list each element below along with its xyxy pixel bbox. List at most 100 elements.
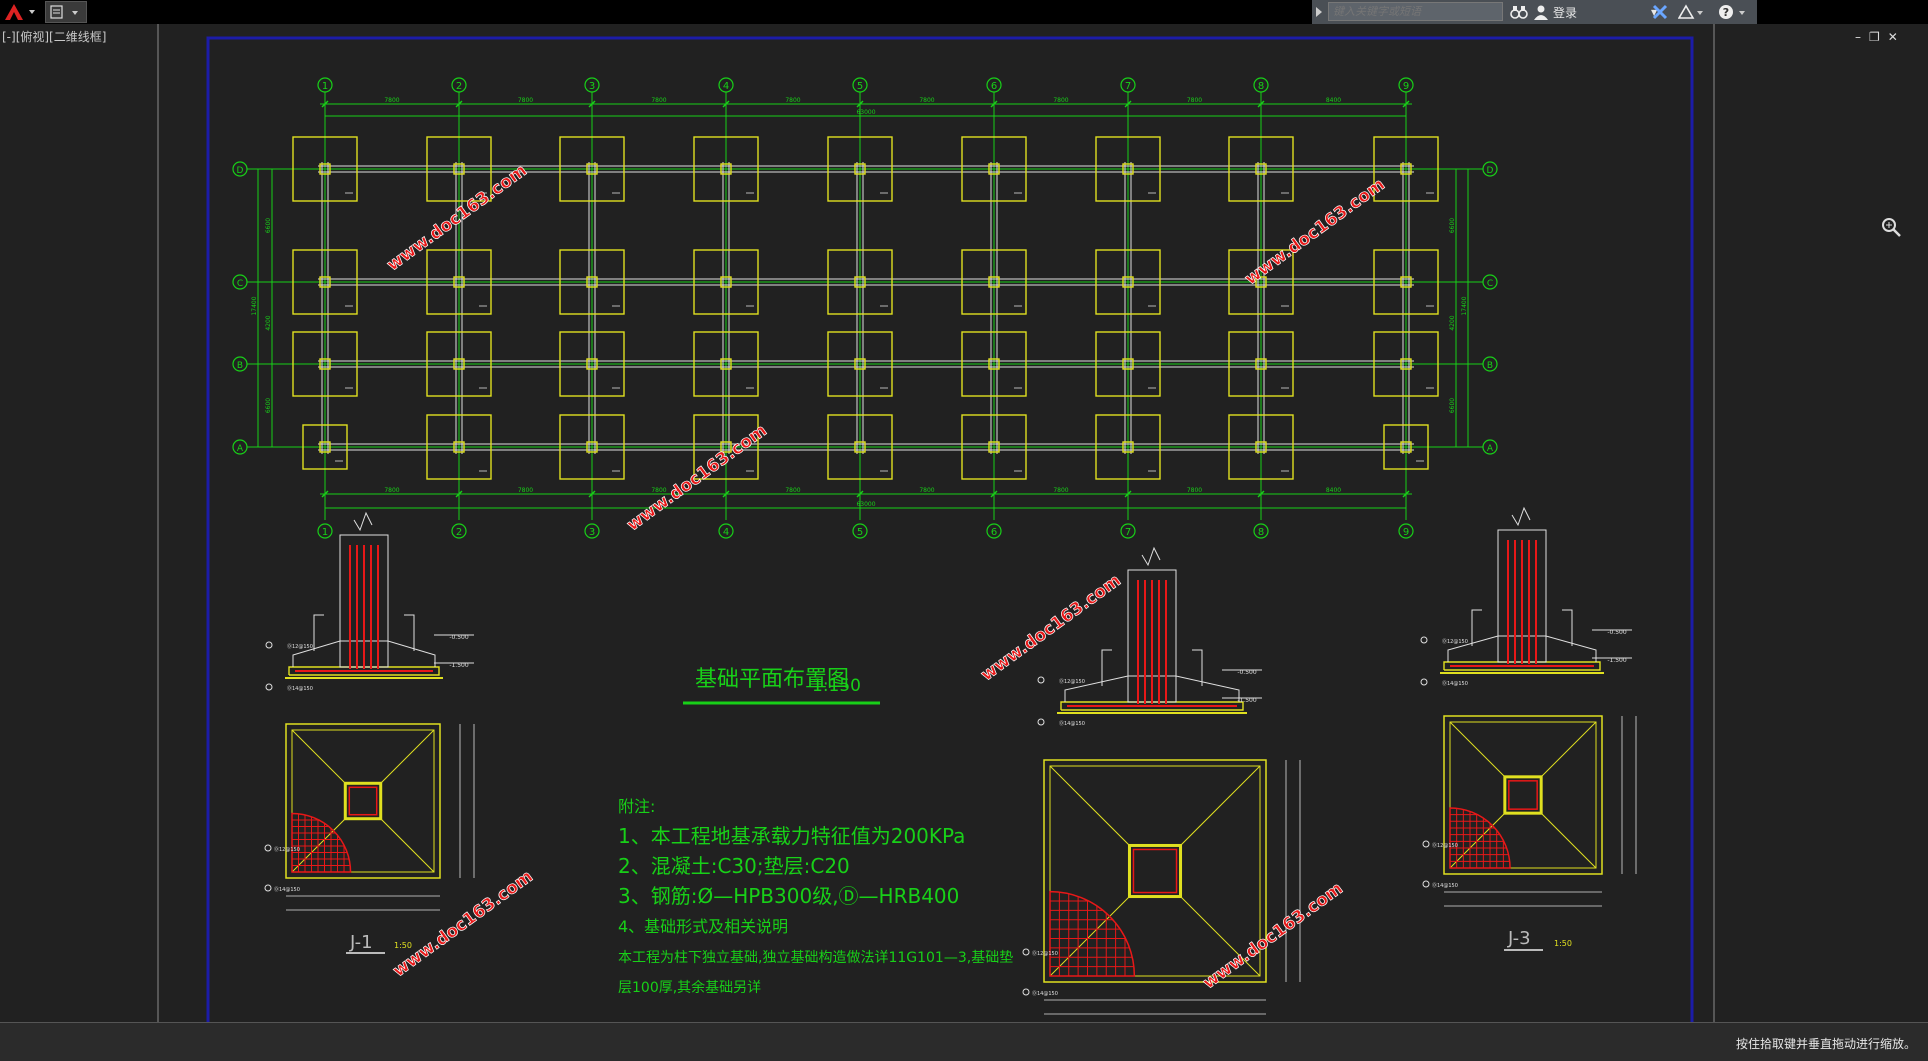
column: [720, 358, 732, 370]
rebar-mesh-outline: [1049, 890, 1136, 977]
close-button[interactable]: ✕: [1887, 30, 1898, 44]
footing-pad: [1373, 249, 1439, 315]
elevation-top: -0.500: [449, 634, 469, 641]
footing-pad: [1373, 136, 1439, 202]
dimension-tick: [856, 100, 864, 108]
column-plan: [343, 781, 383, 821]
callout-bubble: [1022, 948, 1030, 956]
bar-label: Ⓓ14@150: [1442, 680, 1468, 687]
axis-label-9: 9: [1403, 81, 1409, 92]
column: [453, 163, 465, 175]
bar-label: Ⓓ12@150: [1442, 638, 1468, 645]
dimension-tick: [588, 490, 596, 498]
footing-pad: [426, 414, 492, 480]
callout-bubble: [1422, 840, 1430, 848]
detail-label-j3: J-3: [1507, 928, 1531, 949]
minimize-button[interactable]: –: [1855, 30, 1861, 44]
search-input[interactable]: [1328, 2, 1503, 21]
binoculars-icon[interactable]: [1510, 2, 1528, 22]
drawing-window-controls: – ❐ ✕: [1855, 30, 1925, 46]
axis-label-3: 3: [589, 81, 595, 92]
column: [720, 276, 732, 288]
status-message: 按住拾取键并垂直拖动进行缩放。: [1735, 1037, 1916, 1051]
a360-button[interactable]: [1678, 2, 1704, 22]
soil-line: [1101, 649, 1112, 686]
dimension-tick: [1402, 100, 1410, 108]
column: [586, 358, 598, 370]
axis-bubble: [986, 77, 1002, 93]
user-icon: [1534, 5, 1548, 20]
column: [319, 276, 331, 288]
callout-bubble: [1422, 880, 1430, 888]
column: [720, 441, 732, 453]
axis-label-D: D: [237, 166, 244, 176]
footing-pad: [1383, 424, 1429, 470]
dimension-tick: [321, 100, 329, 108]
dimension-tick: [1124, 490, 1132, 498]
bay-dimension: 8400: [1326, 97, 1341, 104]
footing-pad: [1228, 136, 1294, 202]
footing-pad: [559, 136, 625, 202]
zoom-icon[interactable]: [1880, 216, 1902, 238]
viewport-controls-label[interactable]: [-][俯视][二维线框]: [2, 30, 107, 44]
column: [988, 276, 1000, 288]
axis-label-8: 8: [1258, 81, 1264, 92]
bar-label: Ⓓ12@150: [274, 846, 300, 853]
column: [1122, 441, 1134, 453]
restore-button[interactable]: ❐: [1869, 30, 1880, 44]
column: [586, 163, 598, 175]
bay-dimension: 7800: [1187, 487, 1202, 494]
axis-label-4: 4: [723, 527, 729, 538]
footing-pad: [559, 331, 625, 397]
callout-bubble: [1420, 636, 1428, 644]
title-bar: 登录 ▼ ?: [0, 0, 1928, 24]
autocad-logo-icon: [5, 4, 35, 20]
exchange-button[interactable]: [1652, 2, 1668, 22]
stirrup: [1132, 848, 1178, 894]
quick-access-button[interactable]: [45, 1, 87, 23]
detail-scale-j3: 1:50: [1554, 939, 1572, 948]
callout-bubble: [1022, 988, 1030, 996]
application-menu-button[interactable]: [0, 1, 40, 23]
footing-pad: [426, 136, 492, 202]
bay-dimension: 7800: [651, 97, 666, 104]
footing-pad: [559, 249, 625, 315]
footing-pad: [292, 331, 358, 397]
axis-label-A: A: [1487, 444, 1494, 454]
axis-label-4: 4: [723, 81, 729, 92]
bar-label: Ⓓ14@150: [1059, 720, 1085, 727]
side-dimension: 4200: [265, 315, 272, 330]
bay-dimension: 7800: [785, 487, 800, 494]
side-total-dimension: 17400: [251, 296, 258, 315]
footing-outline: [1043, 759, 1267, 983]
axis-bubble: [451, 77, 467, 93]
dimension-tick: [321, 490, 329, 498]
login-button[interactable]: 登录 ▼: [1533, 2, 1657, 22]
footing-pad: [1095, 414, 1161, 480]
axis-label-8: 8: [1258, 527, 1264, 538]
axis-bubble: [1120, 523, 1136, 539]
footing-inner: [1049, 765, 1261, 977]
column: [319, 441, 331, 453]
footing-pad: [426, 331, 492, 397]
column: [1122, 358, 1134, 370]
axis-label-6: 6: [991, 81, 997, 92]
dimension-tick: [588, 100, 596, 108]
a360-icon: [1678, 4, 1703, 19]
footing-pad: [693, 414, 759, 480]
bar-label: Ⓓ12@150: [1432, 842, 1458, 849]
footing-base: [1443, 661, 1601, 671]
help-button[interactable]: ?: [1718, 2, 1748, 22]
axis-label-C: C: [1487, 279, 1493, 289]
elevation-bottom: -1.500: [1607, 657, 1627, 664]
axis-bubble: [1120, 77, 1136, 93]
side-dimension: 6600: [265, 398, 272, 413]
bay-dimension: 7800: [919, 487, 934, 494]
bay-dimension: 7800: [1053, 97, 1068, 104]
axis-bubble: [317, 77, 333, 93]
bay-dimension: 7800: [518, 487, 533, 494]
expand-arrow-icon[interactable]: [1314, 6, 1324, 18]
axis-bubble: [852, 523, 868, 539]
